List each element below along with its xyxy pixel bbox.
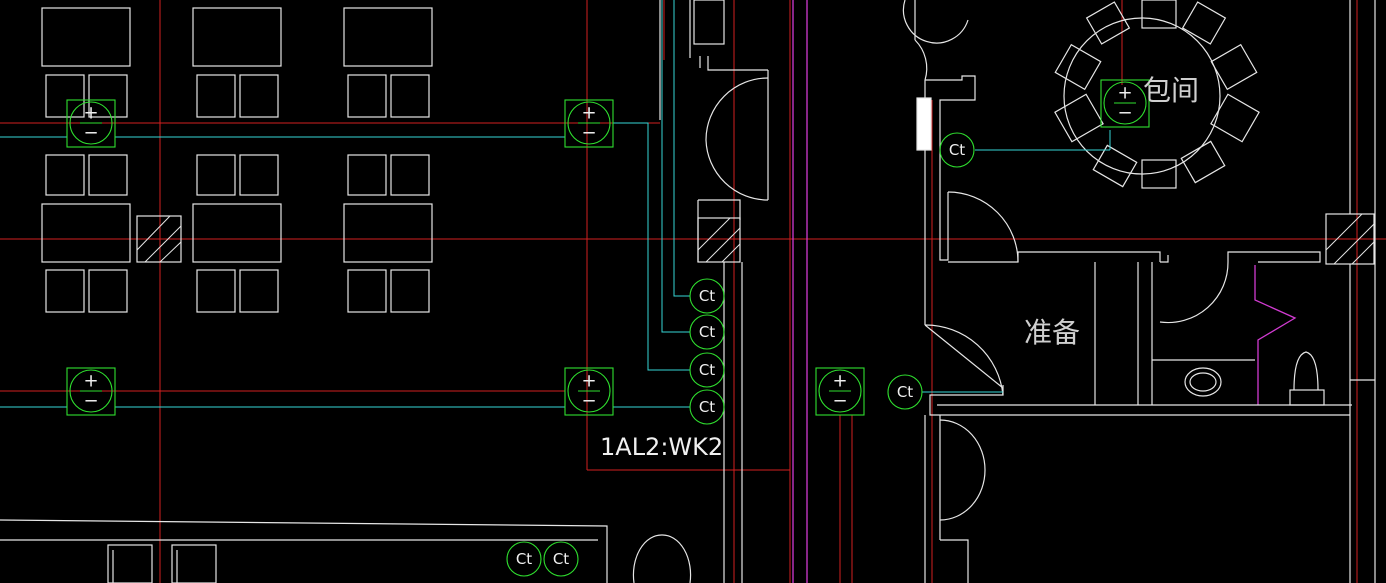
socket[interactable]: + − <box>66 99 116 148</box>
svg-text:+: + <box>83 103 98 124</box>
svg-text:Ct: Ct <box>949 141 965 159</box>
ct-outlet[interactable]: Ct <box>689 352 725 388</box>
socket[interactable]: + − <box>815 367 865 416</box>
ct-outlet[interactable]: Ct <box>939 132 975 168</box>
svg-text:+: + <box>832 371 847 392</box>
svg-text:Ct: Ct <box>516 550 532 568</box>
magenta-lines <box>792 0 1297 583</box>
svg-text:−: − <box>581 391 596 412</box>
ct-outlet[interactable]: Ct <box>887 374 923 410</box>
round-table-chairs <box>1054 0 1260 189</box>
ct-outlet[interactable]: Ct <box>689 314 725 350</box>
ct-outlets: Ct Ct Ct Ct Ct Ct Ct Ct <box>506 132 975 577</box>
room-label-private: 包间 <box>1143 74 1199 107</box>
svg-text:+: + <box>581 371 596 392</box>
svg-text:+: + <box>1117 83 1132 104</box>
svg-text:−: − <box>581 123 596 144</box>
socket-symbols: + − + − + − + − + − <box>66 79 1150 416</box>
circuit-label: 1AL2:WK2 <box>600 433 723 461</box>
socket[interactable]: + − <box>1100 79 1150 128</box>
svg-text:−: − <box>83 391 98 412</box>
wiring <box>0 0 1111 408</box>
socket[interactable]: + − <box>66 367 116 416</box>
socket[interactable]: + − <box>564 367 614 416</box>
room-label-prep: 准备 <box>1024 316 1080 349</box>
svg-text:−: − <box>1117 103 1132 124</box>
svg-text:Ct: Ct <box>699 323 715 341</box>
svg-text:Ct: Ct <box>699 287 715 305</box>
svg-text:+: + <box>581 103 596 124</box>
svg-text:−: − <box>83 123 98 144</box>
socket[interactable]: + − <box>564 99 614 148</box>
svg-text:Ct: Ct <box>897 383 913 401</box>
svg-text:Ct: Ct <box>699 398 715 416</box>
svg-text:Ct: Ct <box>553 550 569 568</box>
ct-outlet[interactable]: Ct <box>543 541 579 577</box>
ct-outlet[interactable]: Ct <box>689 389 725 425</box>
svg-text:Ct: Ct <box>699 361 715 379</box>
ct-outlet[interactable]: Ct <box>506 541 542 577</box>
svg-text:+: + <box>83 371 98 392</box>
svg-text:−: − <box>832 391 847 412</box>
ct-outlet[interactable]: Ct <box>689 278 725 314</box>
